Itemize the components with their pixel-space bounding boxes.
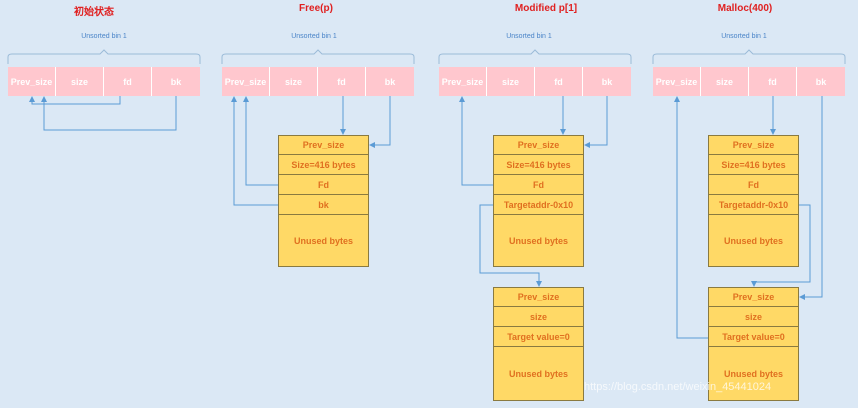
- chunk-unused: Unused bytes: [278, 215, 369, 267]
- bin-field-fd: fd: [104, 67, 152, 96]
- bin-field-size: size: [270, 67, 318, 96]
- chunk-fd: Fd: [278, 175, 369, 195]
- chunk-prev-size: Prev_size: [278, 135, 369, 155]
- arrow-p1-bk-to-chunk: [369, 96, 391, 148]
- bin-field-bk: bk: [366, 67, 414, 96]
- arrow-p3-bin-bk-to-target: [799, 96, 823, 300]
- target-prev-size: Prev_size: [708, 287, 799, 307]
- bin-field-size: size: [56, 67, 104, 96]
- bin-field-prev-size: Prev_size: [653, 67, 701, 96]
- brace-panel-2: [438, 49, 632, 64]
- chunk-size: Size=416 bytes: [493, 155, 584, 175]
- target-value: Target value=0: [493, 327, 584, 347]
- arrow-p0-fd-self: [29, 96, 121, 105]
- bin-label: Unsorted bin 1: [506, 33, 552, 40]
- target-prev-size: Prev_size: [493, 287, 584, 307]
- watermark: https://blog.csdn.net/weixin_45441024: [584, 381, 772, 393]
- chunk-prev-size: Prev_size: [708, 135, 799, 155]
- brace-panel-0: [7, 49, 201, 64]
- chunk-bk: Targetaddr-0x10: [708, 195, 799, 215]
- unsorted-bin: Prev_size size fd bk: [439, 67, 631, 96]
- bin-label: Unsorted bin 1: [721, 33, 767, 40]
- bin-field-fd: fd: [535, 67, 583, 96]
- malloc-chunk: Prev_size Size=416 bytes Fd Targetaddr-0…: [708, 135, 799, 267]
- modified-chunk: Prev_size Size=416 bytes Fd Targetaddr-0…: [493, 135, 584, 267]
- chunk-unused: Unused bytes: [493, 215, 584, 267]
- arrow-p2-chunk-fd-to-bin: [459, 96, 493, 186]
- arrow-p1-chunk-bk-to-bin: [231, 96, 278, 206]
- chunk-size: Size=416 bytes: [708, 155, 799, 175]
- arrow-p1-chunk-fd-to-bin: [243, 96, 278, 186]
- arrow-p3-chunk-bk-to-target: [751, 204, 811, 287]
- bin-field-prev-size: Prev_size: [439, 67, 487, 96]
- bin-label: Unsorted bin 1: [81, 33, 127, 40]
- chunk-fd: Fd: [493, 175, 584, 195]
- panel-title-initial: 初始状态: [74, 7, 114, 18]
- target-size: size: [708, 307, 799, 327]
- chunk-bk: bk: [278, 195, 369, 215]
- unsorted-bin: Prev_size size fd bk: [222, 67, 414, 96]
- arrow-p2-chunk-bk-to-target: [479, 204, 542, 287]
- target-value: Target value=0: [708, 327, 799, 347]
- bin-field-size: size: [701, 67, 749, 96]
- panel-title-modified: Modified p[1]: [514, 3, 578, 14]
- arrow-p0-bk-self: [41, 96, 177, 131]
- unsorted-bin: Prev_size size fd bk: [8, 67, 200, 96]
- bin-field-bk: bk: [152, 67, 200, 96]
- panel-title-free: Free(p): [299, 3, 333, 14]
- chunk-size: Size=416 bytes: [278, 155, 369, 175]
- brace-panel-1: [221, 49, 415, 64]
- bin-field-prev-size: Prev_size: [8, 67, 56, 96]
- target-unused: Unused bytes: [493, 347, 584, 401]
- bin-field-bk: bk: [583, 67, 631, 96]
- brace-panel-3: [652, 49, 846, 64]
- bin-field-size: size: [487, 67, 535, 96]
- chunk-fd: Fd: [708, 175, 799, 195]
- bin-field-fd: fd: [749, 67, 797, 96]
- bin-label: Unsorted bin 1: [291, 33, 337, 40]
- freed-chunk: Prev_size Size=416 bytes Fd bk Unused by…: [278, 135, 369, 267]
- target-chunk: Prev_size size Target value=0 Unused byt…: [708, 287, 799, 401]
- arrow-p2-bk-to-chunk: [584, 96, 608, 148]
- bin-field-prev-size: Prev_size: [222, 67, 270, 96]
- chunk-unused: Unused bytes: [708, 215, 799, 267]
- unsorted-bin: Prev_size size fd bk: [653, 67, 845, 96]
- panel-title-malloc: Malloc(400): [717, 3, 773, 14]
- chunk-bk: Targetaddr-0x10: [493, 195, 584, 215]
- target-chunk: Prev_size size Target value=0 Unused byt…: [493, 287, 584, 401]
- arrow-p3-target-to-bin: [674, 96, 708, 339]
- bin-field-bk: bk: [797, 67, 845, 96]
- target-size: size: [493, 307, 584, 327]
- chunk-prev-size: Prev_size: [493, 135, 584, 155]
- target-unused: Unused bytes: [708, 347, 799, 401]
- bin-braces: [7, 49, 846, 64]
- bin-field-fd: fd: [318, 67, 366, 96]
